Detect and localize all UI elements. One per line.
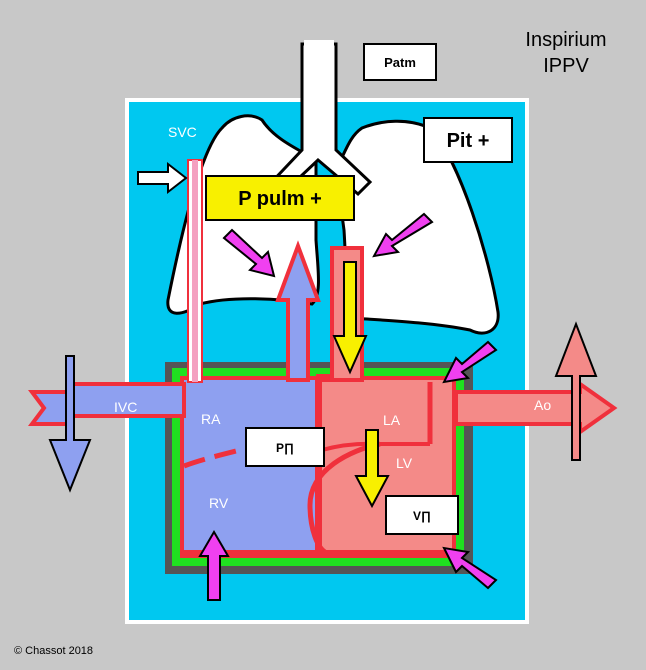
svc-lumen xyxy=(192,160,198,382)
heart-pressure-arrow-top xyxy=(442,340,498,384)
ivc-label: IVC xyxy=(114,399,137,415)
pulmonary-artery xyxy=(275,240,321,382)
arterial-volume-arrow xyxy=(554,321,598,461)
lung-pressure-arrow-left xyxy=(222,228,276,278)
tricuspid-line xyxy=(183,447,241,469)
pulmonary-vein-flow-arrow xyxy=(332,261,368,375)
title-line-1: Inspirium xyxy=(525,29,606,51)
lung-pressure-arrow-right xyxy=(372,212,434,258)
mitral-flow-arrow xyxy=(354,429,390,509)
trachea-gap xyxy=(304,40,334,48)
ao-label: Ao xyxy=(534,397,551,413)
pp-label: P∏ xyxy=(276,441,294,455)
patm-box xyxy=(363,43,437,81)
ppulm-box xyxy=(205,175,355,221)
svc-label: SVC xyxy=(168,124,197,140)
patm-label: Patm xyxy=(384,55,416,70)
ppulm-label: P pulm + xyxy=(238,188,322,210)
lv-label: LV xyxy=(396,455,413,471)
vp-label: V∏ xyxy=(413,509,431,523)
vp-box xyxy=(385,495,459,535)
svc-compression-arrow xyxy=(137,161,188,195)
pp-box xyxy=(245,427,325,467)
rv-label: RV xyxy=(209,495,229,511)
title-line-2: IPPV xyxy=(543,55,589,77)
la-label: LA xyxy=(383,412,401,428)
ra-label: RA xyxy=(201,411,221,427)
lv-septum-curve xyxy=(307,441,381,555)
copyright-text: © Chassot 2018 xyxy=(14,645,93,657)
pit-label: Pit + xyxy=(447,130,490,152)
pit-box xyxy=(423,117,513,163)
rv-pressure-arrow xyxy=(198,530,230,601)
heart-pressure-arrow-bottom xyxy=(442,546,498,590)
venous-volume-arrow xyxy=(48,355,92,493)
ivc-vessel xyxy=(28,382,186,426)
